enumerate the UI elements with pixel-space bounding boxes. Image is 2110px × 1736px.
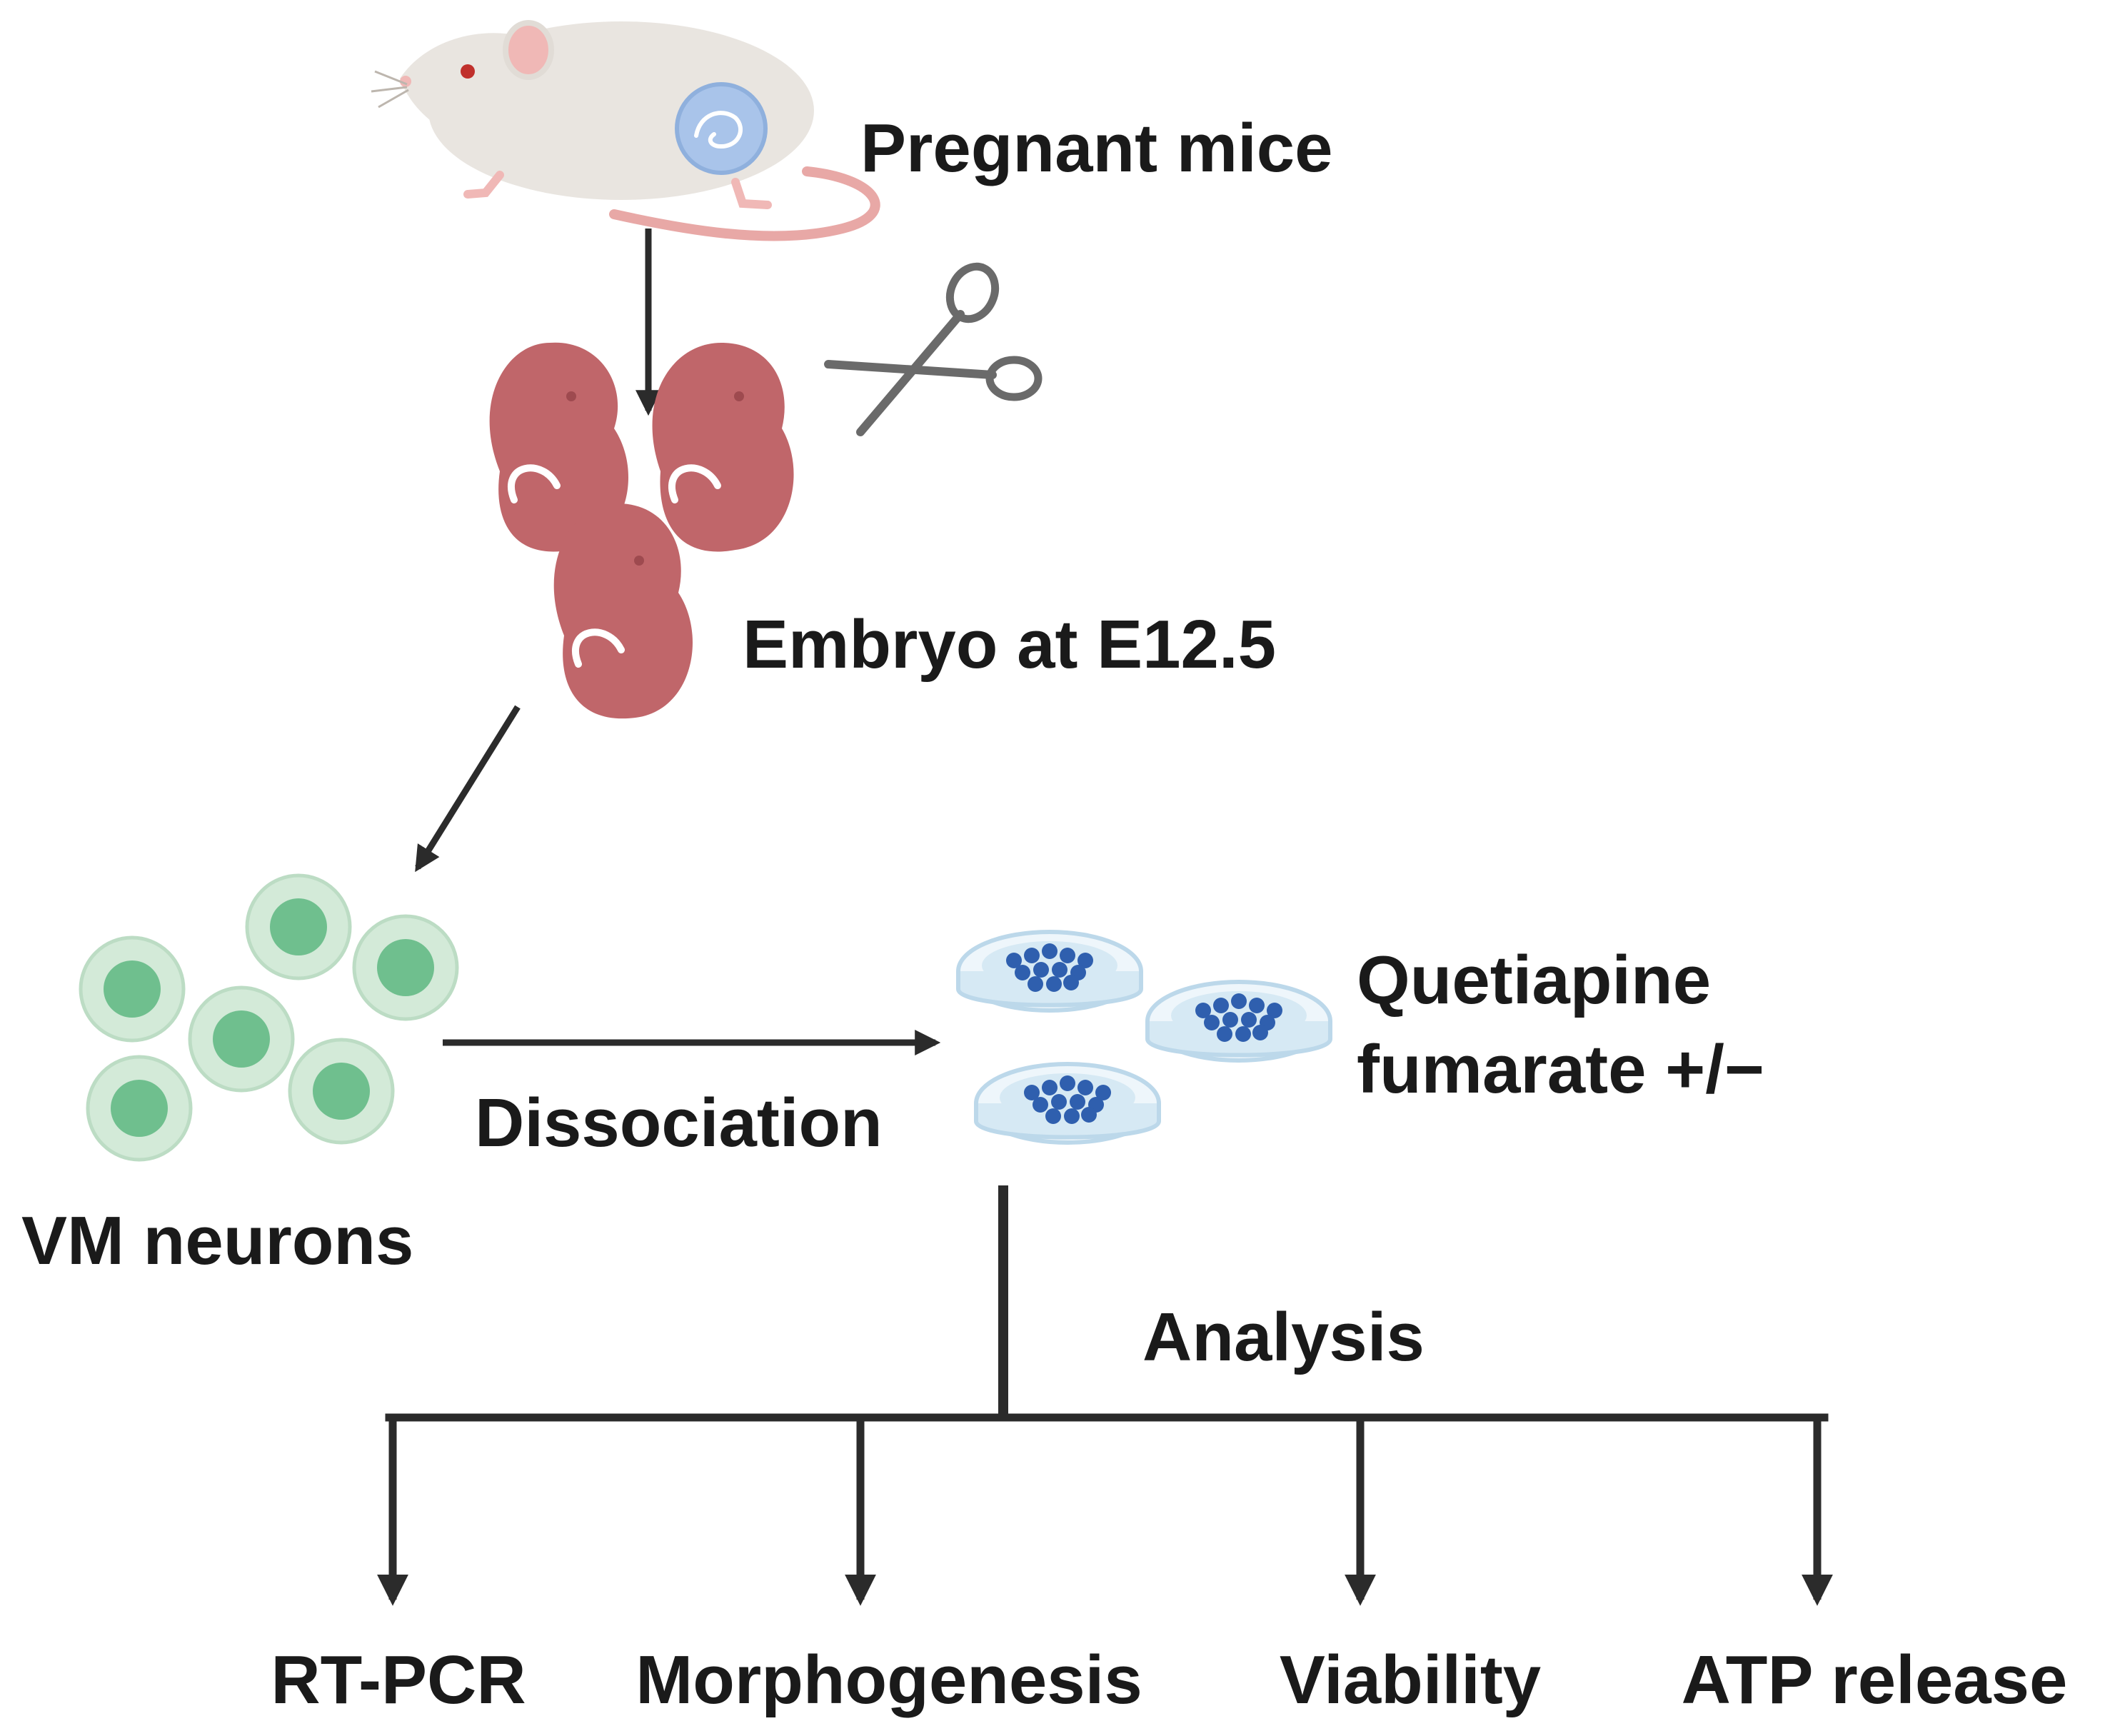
label-pregnant-mice: Pregnant mice	[860, 110, 1333, 186]
petri-dish-icon	[974, 1062, 1161, 1145]
scissors-icon	[824, 262, 1043, 436]
neuron-cell-icon	[86, 1055, 193, 1162]
output-rt-pcr: RT-PCR	[271, 1642, 526, 1718]
embryo-icon	[489, 342, 628, 552]
embryo-icon	[553, 503, 693, 719]
neuron-cell-icon	[352, 914, 459, 1021]
output-morphogenesis: Morphogenesis	[635, 1642, 1142, 1718]
label-vm-neurons: VM neurons	[21, 1203, 413, 1279]
neuron-cell-icon	[79, 935, 186, 1043]
neuron-cell-icon	[188, 985, 295, 1093]
label-embryo: Embryo at E12.5	[743, 606, 1276, 683]
embryo-icon	[652, 343, 794, 552]
petri-dish-icon	[1145, 980, 1332, 1063]
label-dissociation: Dissociation	[475, 1085, 883, 1161]
neuron-cell-icon	[288, 1038, 395, 1145]
output-atp-release: ATP release	[1682, 1642, 2068, 1718]
mouse-icon	[371, 20, 880, 241]
arrow-embryo-to-neurons	[415, 705, 521, 873]
label-quetiapine-line2: fumarate +/−	[1357, 1031, 1764, 1108]
output-viability: Viability	[1280, 1642, 1541, 1718]
petri-dish-icon	[956, 930, 1143, 1013]
neuron-cell-icon	[245, 873, 352, 980]
label-analysis: Analysis	[1142, 1299, 1425, 1375]
label-quetiapine-line1: Quetiapine	[1357, 942, 1711, 1018]
